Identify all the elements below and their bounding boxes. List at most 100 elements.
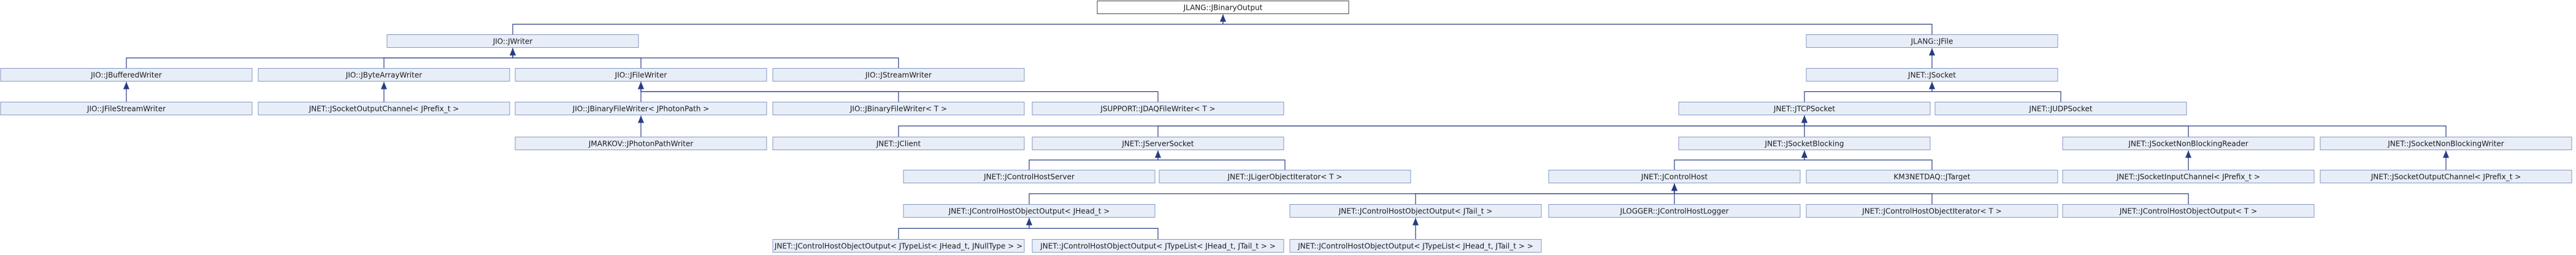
edge-ligerobjectiterator-to-serversocket [1155, 150, 1286, 170]
class-node-box [1032, 239, 1284, 253]
class-node-label: JIO::JByteArrayWriter [345, 71, 422, 80]
class-node-box [1097, 1, 1349, 14]
class-node-box [515, 102, 767, 115]
class-node-chobjout_tl_head_tail2[interactable]: JNET::JControlHostObjectOutput< JTypeLis… [1289, 239, 1542, 253]
edge-serversocket-to-tcpsocket [1157, 115, 1807, 137]
class-node-streamwriter[interactable]: JIO::JStreamWriter [772, 68, 1025, 82]
class-node-box [2320, 137, 2572, 150]
class-node-box [386, 34, 639, 48]
class-node-box [903, 170, 1156, 183]
class-node-controlhostlogger[interactable]: JLOGGER::JControlHostLogger [1548, 204, 1801, 218]
class-node-label: JNET::JControlHostObjectOutput< JHead_t … [948, 207, 1110, 216]
class-node-label: JLOGGER::JControlHostLogger [1619, 207, 1728, 216]
class-node-chobjout_tail[interactable]: JNET::JControlHostObjectOutput< JTail_t … [1289, 204, 1542, 218]
edge-socketnonblockingwriter-to-tcpsocket [1801, 115, 2447, 137]
class-node-chobjout_tl_head_tail1[interactable]: JNET::JControlHostObjectOutput< JTypeLis… [1032, 239, 1284, 253]
class-node-bytearraywriter[interactable]: JIO::JByteArrayWriter [258, 68, 510, 82]
class-node-box [1548, 170, 1801, 183]
class-node-km3netdaq_target[interactable]: KM3NETDAQ::JTarget [1806, 170, 2058, 183]
class-node-box [515, 68, 767, 82]
class-node-box [1159, 170, 1411, 183]
class-node-box [1934, 102, 2187, 115]
class-node-box [2320, 170, 2572, 183]
class-node-box [772, 239, 1025, 253]
class-node-box [1678, 137, 1931, 150]
class-node-label: JNET::JServerSocket [1121, 140, 1194, 148]
edge-writer-to-binaryoutput [512, 14, 1226, 35]
class-node-chobjiterator[interactable]: JNET::JControlHostObjectIterator< T > [1806, 204, 2058, 218]
class-node-label: JLANG::JBinaryOutput [1183, 4, 1263, 12]
class-node-label: JIO::JFileStreamWriter [86, 105, 166, 113]
edge-chobjout_t-to-controlhost [1671, 183, 2189, 205]
class-node-box [1678, 102, 1931, 115]
class-node-label: JIO::JStreamWriter [865, 71, 932, 80]
class-node-serversocket[interactable]: JNET::JServerSocket [1032, 137, 1284, 150]
class-node-label: JIO::JWriter [493, 37, 533, 46]
class-node-photonpathwriter[interactable]: JMARKOV::JPhotonPathWriter [515, 137, 767, 150]
class-node-label: JNET::JControlHostObjectIterator< T > [1861, 207, 2001, 216]
class-node-filestreamwriter[interactable]: JIO::JFileStreamWriter [0, 102, 253, 115]
class-node-socketinputchannel[interactable]: JNET::JSocketInputChannel< JPrefix_t > [2062, 170, 2315, 183]
class-node-label: JLANG::JFile [1911, 37, 1953, 46]
class-node-socketoutputchannel2[interactable]: JNET::JSocketOutputChannel< JPrefix_t > [2320, 170, 2572, 183]
class-node-label: JIO::JFileWriter [615, 71, 667, 80]
class-node-file[interactable]: JLANG::JFile [1806, 34, 2058, 48]
class-node-udpsocket[interactable]: JNET::JUDPSocket [1934, 102, 2187, 115]
class-node-label: JNET::JControlHostObjectOutput< JTypeLis… [1297, 242, 1533, 251]
class-node-binaryoutput[interactable]: JLANG::JBinaryOutput [1097, 1, 1349, 14]
class-node-socketnonblockingwriter[interactable]: JNET::JSocketNonBlockingWriter [2320, 137, 2572, 150]
class-node-box [772, 137, 1025, 150]
class-node-writer[interactable]: JIO::JWriter [386, 34, 639, 48]
class-node-box [515, 137, 767, 150]
edge-controlhostserver-to-serversocket [1029, 150, 1161, 170]
class-node-box [2062, 204, 2315, 218]
class-node-box [2062, 137, 2315, 150]
class-node-chobjout_t[interactable]: JNET::JControlHostObjectOutput< T > [2062, 204, 2315, 218]
class-node-filewriter[interactable]: JIO::JFileWriter [515, 68, 767, 82]
class-node-tcpsocket[interactable]: JNET::JTCPSocket [1678, 102, 1931, 115]
class-node-chobjout_tl_null[interactable]: JNET::JControlHostObjectOutput< JTypeLis… [772, 239, 1025, 253]
class-node-socket[interactable]: JNET::JSocket [1806, 68, 2058, 82]
class-node-box [1032, 102, 1284, 115]
class-node-socketnonblockingreader[interactable]: JNET::JSocketNonBlockingReader [2062, 137, 2315, 150]
edge-daqfilewriter-to-filewriter [638, 82, 1159, 102]
edge-chobjout_tail-to-controlhost [1415, 183, 1677, 205]
class-node-box [1032, 137, 1284, 150]
class-node-box [258, 102, 510, 115]
class-node-daqfilewriter[interactable]: JSUPPORT::JDAQFileWriter< T > [1032, 102, 1284, 115]
class-node-label: JNET::JSocketInputChannel< JPrefix_t > [2116, 173, 2260, 181]
class-node-box [0, 68, 253, 82]
class-node-label: JNET::JControlHostObjectOutput< JTail_t … [1338, 207, 1493, 216]
class-node-box [258, 68, 510, 82]
class-node-label: JNET::JControlHostObjectOutput< JTypeLis… [774, 242, 1022, 251]
class-node-label: JNET::JControlHost [1641, 173, 1708, 181]
class-node-label: JNET::JLigerObjectIterator< T > [1227, 173, 1343, 181]
class-node-controlhost[interactable]: JNET::JControlHost [1548, 170, 1801, 183]
class-node-box [1806, 68, 2058, 82]
edge-km3netdaq_target-to-socketblocking [1801, 150, 1933, 170]
class-node-box [2062, 170, 2315, 183]
class-node-chobjout_head[interactable]: JNET::JControlHostObjectOutput< JHead_t … [903, 204, 1156, 218]
class-node-label: JNET::JTCPSocket [1773, 105, 1835, 113]
class-node-label: JIO::JBinaryFileWriter< JPhotonPath > [572, 105, 710, 113]
class-node-box [1289, 239, 1542, 253]
class-node-box [1289, 204, 1542, 218]
edge-udpsocket-to-socket [1929, 82, 2061, 102]
class-node-binaryfilewriter_t[interactable]: JIO::JBinaryFileWriter< T > [772, 102, 1025, 115]
inheritance-edges [123, 14, 2449, 240]
class-node-label: JNET::JSocketOutputChannel< JPrefix_t > [2371, 173, 2521, 181]
class-node-label: JNET::JControlHostObjectOutput< JTypeLis… [1040, 242, 1276, 251]
class-node-binaryfilewriter_photon[interactable]: JIO::JBinaryFileWriter< JPhotonPath > [515, 102, 767, 115]
class-node-label: JNET::JSocketNonBlockingReader [2128, 140, 2248, 148]
class-node-socketoutputchannel1[interactable]: JNET::JSocketOutputChannel< JPrefix_t > [258, 102, 510, 115]
class-node-controlhostserver[interactable]: JNET::JControlHostServer [903, 170, 1156, 183]
edge-file-to-binaryoutput [1220, 14, 1933, 35]
class-node-label: KM3NETDAQ::JTarget [1894, 173, 1971, 181]
class-node-box [903, 204, 1156, 218]
class-node-socketblocking[interactable]: JNET::JSocketBlocking [1678, 137, 1931, 150]
class-node-client[interactable]: JNET::JClient [772, 137, 1025, 150]
class-node-bufferedwriter[interactable]: JIO::JBufferedWriter [0, 68, 253, 82]
class-node-ligerobjectiterator[interactable]: JNET::JLigerObjectIterator< T > [1159, 170, 1411, 183]
